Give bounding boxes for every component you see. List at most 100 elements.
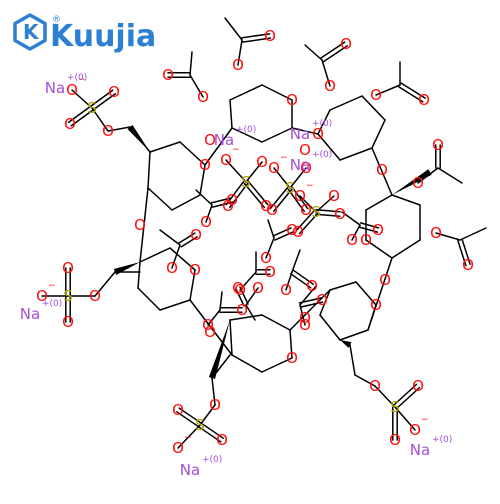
double-bond-line <box>320 41 346 59</box>
oxygen-atom: O <box>266 201 278 219</box>
bond <box>267 219 275 239</box>
oxygen-atom: O <box>299 316 311 334</box>
sodium-charge: +(0) <box>312 150 332 160</box>
registered-mark: ® <box>52 15 61 25</box>
oxygen-atom: O <box>418 91 430 109</box>
sodium-charge: +(0) <box>432 435 452 445</box>
bond <box>189 74 204 98</box>
bond <box>195 189 213 206</box>
bond <box>211 377 216 406</box>
oxygen-anion: O <box>268 159 280 177</box>
bond <box>159 229 181 246</box>
ring-bond <box>355 281 377 306</box>
ring-bond <box>137 287 161 311</box>
double-bond-line <box>315 213 341 217</box>
glycosidic-bond <box>371 147 393 196</box>
bond <box>71 89 93 109</box>
ring-bond <box>361 95 386 121</box>
bond <box>199 404 216 426</box>
ring-bond <box>329 95 363 111</box>
oxygen-atom: O <box>379 271 391 289</box>
ring-bond <box>319 314 341 341</box>
oxygen-atom: O <box>432 136 444 154</box>
bond <box>375 84 401 96</box>
wedge-bond <box>208 320 230 379</box>
bond <box>299 195 317 213</box>
brand-logo: K Kuujia ® <box>13 13 156 54</box>
oxygen-atom: O <box>260 197 272 215</box>
bond <box>394 406 416 431</box>
oxygen-atom: O <box>389 431 401 449</box>
oxygen-atom: O <box>189 261 201 279</box>
sodium-charge: +(0) <box>312 119 332 129</box>
ring-bond <box>159 299 191 311</box>
bond <box>207 309 221 326</box>
double-bond-line <box>398 86 424 103</box>
ring-bond <box>289 329 293 359</box>
ring-bond <box>171 194 201 211</box>
sulfur-atom: S <box>195 416 205 434</box>
double-bond-line <box>211 201 234 208</box>
oxygen-atom: O <box>252 279 264 297</box>
oxygen-atom: O <box>166 259 178 277</box>
ring-bond <box>229 319 233 356</box>
oxygen-atom: O <box>204 131 216 149</box>
double-bond-line <box>178 232 196 244</box>
oxygen-atom: O <box>299 141 311 159</box>
double-bond-line <box>198 426 222 443</box>
ring-bond <box>147 187 173 211</box>
oxygen-atom: O <box>370 86 382 104</box>
sodium-ion: Na <box>20 305 40 323</box>
ring-bond <box>229 99 233 129</box>
double-bond-line <box>315 209 341 213</box>
sodium-charge: +(0) <box>202 455 222 465</box>
oxygen-atom: O <box>62 259 74 277</box>
oxygen-atom: O <box>292 223 304 241</box>
glycosidic-bond <box>289 289 331 331</box>
oxygen-atom: O <box>197 88 209 106</box>
bond <box>177 424 201 449</box>
ring-bond <box>149 141 181 153</box>
oxygen-atom: O <box>236 301 248 319</box>
double-bond-line <box>200 422 224 439</box>
double-bond-line <box>246 179 269 206</box>
anion-charge: − <box>232 145 240 155</box>
sulfur-atom: S <box>241 173 251 191</box>
anion-charge: − <box>48 281 56 291</box>
bond <box>304 44 323 61</box>
double-bond-line <box>392 383 418 407</box>
oxygen-atom: O <box>190 226 202 244</box>
double-bond-line <box>274 231 294 241</box>
bond <box>299 285 317 306</box>
glycosidic-bond <box>204 127 233 166</box>
svg-text:K: K <box>23 20 40 44</box>
wedge-bond <box>392 169 432 195</box>
anion-charge: − <box>78 75 86 85</box>
oxygen-atom: O <box>312 125 324 143</box>
ring-bond <box>319 289 331 316</box>
double-bond-line <box>239 286 249 305</box>
double-bond-line <box>176 411 200 428</box>
glycosidic-bond <box>367 257 393 331</box>
double-bond-line <box>243 182 266 209</box>
oxygen-atom: O <box>328 187 340 205</box>
double-bond-line <box>457 239 467 267</box>
double-bond-line <box>210 197 233 204</box>
ring-bond <box>329 281 357 291</box>
oxygen-atom: O <box>256 153 268 171</box>
ring-bond <box>365 239 393 259</box>
sulfur-atom: S <box>63 287 73 305</box>
anion-charge: − <box>306 181 314 191</box>
double-bond-line <box>225 179 245 206</box>
bond <box>321 59 331 87</box>
sodium-charge: +(0) <box>67 73 87 83</box>
sulfur-atom: S <box>87 99 97 117</box>
double-bond-line <box>272 227 292 237</box>
double-bond-line <box>289 273 312 289</box>
oxygen-atom: O <box>286 221 298 239</box>
oxygen-atom: O <box>324 77 336 95</box>
wedge-bond <box>340 340 352 348</box>
anion-charge: − <box>421 415 429 425</box>
oxygen-atom: O <box>300 201 312 219</box>
